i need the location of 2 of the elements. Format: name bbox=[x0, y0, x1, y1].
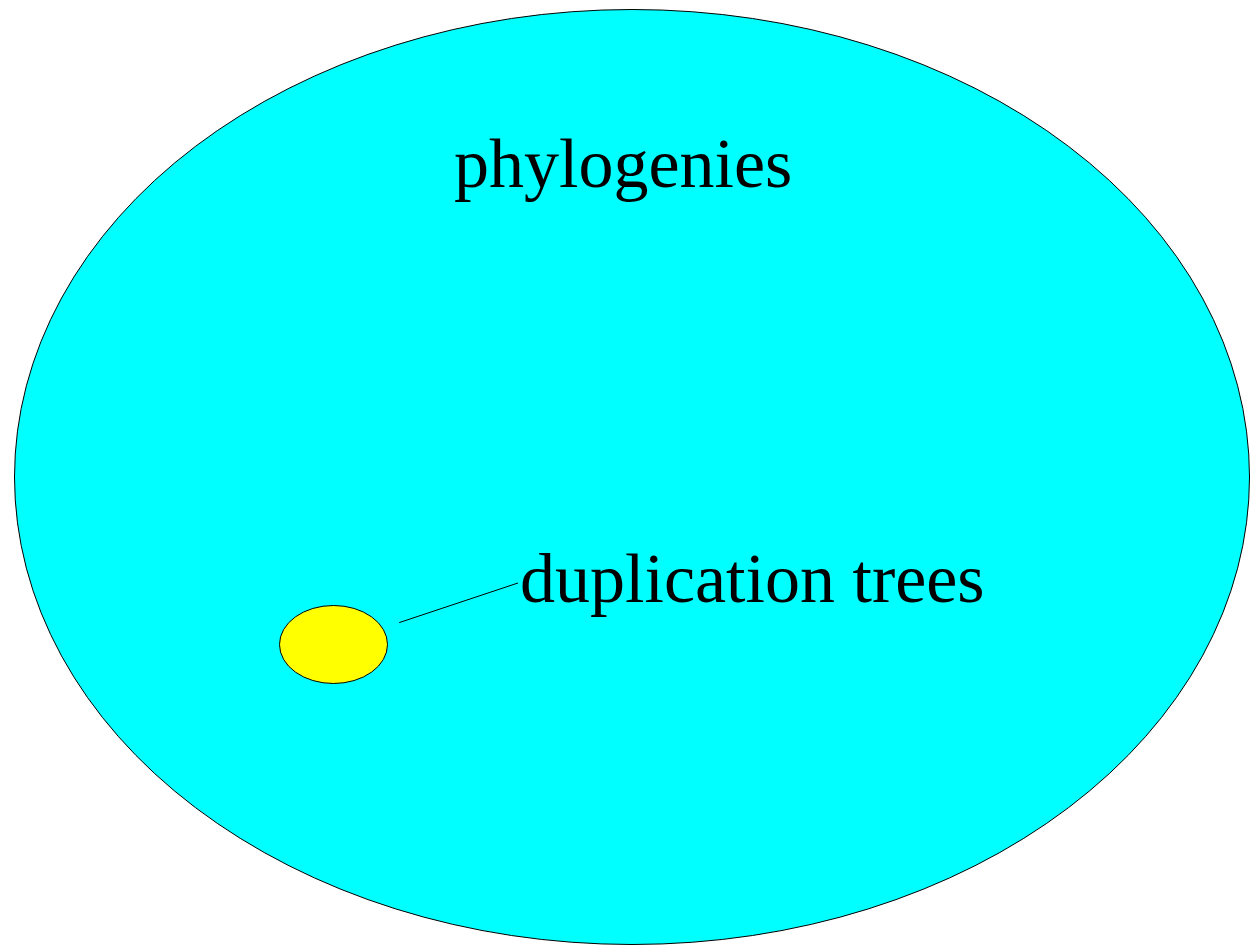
leader-line bbox=[398, 582, 519, 624]
subset-ellipse bbox=[279, 605, 388, 684]
